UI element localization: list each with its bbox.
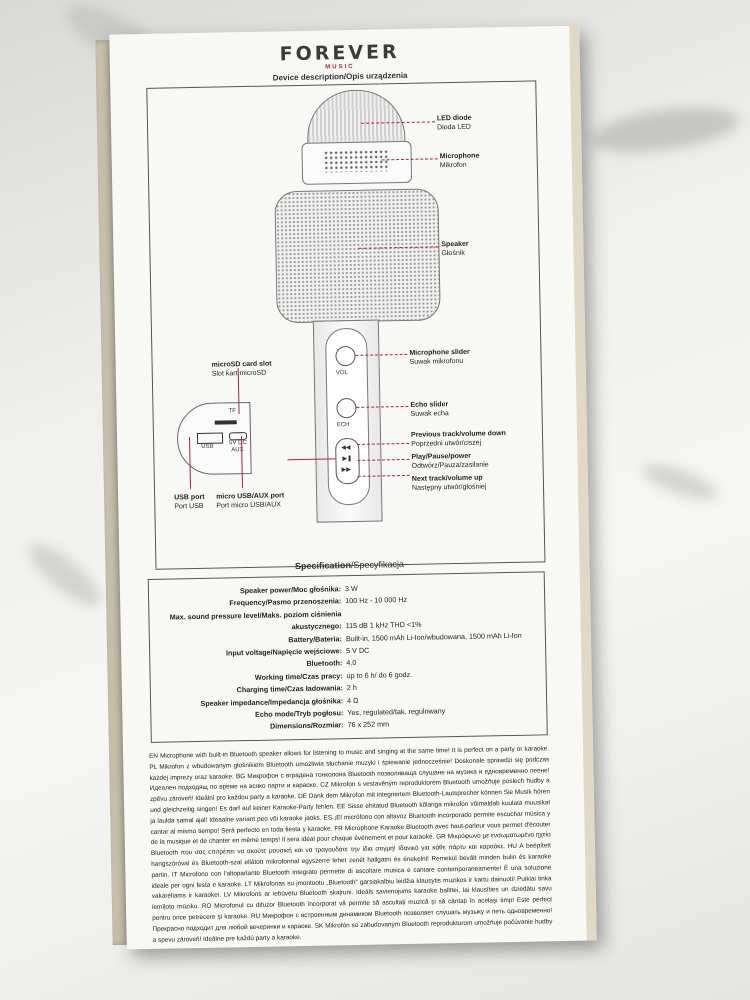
spec-key: Frequency/Pasmo przenoszenia: (229, 596, 342, 608)
spec-value: up to 6 h/ do 6 godz. (346, 669, 413, 680)
spec-value: 4.0 (346, 658, 357, 668)
prev-icon: ◀◀ (341, 445, 351, 452)
marble-vein (20, 534, 110, 616)
spec-key: Working time/Czas pracy: (254, 671, 343, 682)
spec-key: Max. sound pressure level/Maks. poziom c… (169, 609, 342, 622)
marble-vein (587, 99, 743, 161)
led-dots (323, 149, 388, 173)
ech-text: ECH (336, 422, 350, 429)
spec-value: 4 Ω (346, 695, 359, 705)
usb-text: USB (201, 443, 214, 450)
play-icon: ▶❚ (342, 456, 353, 463)
product-box: FOREVER MUSIC Device description/Opis ur… (109, 25, 597, 950)
speaker-grille (274, 188, 441, 324)
spec-value: 5 V DC (346, 645, 370, 656)
spec-value: 3 W (344, 583, 358, 594)
marble-vein (638, 457, 722, 507)
spec-value: 100 Hz - 10 000 Hz (345, 595, 408, 606)
spec-key: Speaker impedance/Impedancja głośnika: (200, 695, 344, 708)
next-icon: ▶▶ (341, 467, 351, 474)
spec-value: 115 dB 1 kHz THD <1% (345, 619, 422, 631)
vol-text: VOL (335, 370, 348, 377)
spec-key: Dimensions/Rozmiar: (269, 720, 344, 732)
spec-value: 76 x 252 mm (347, 719, 390, 730)
usb-port-shape (196, 432, 224, 444)
spec-value: 2 h (346, 683, 357, 693)
spec-key: Battery/Bateria: (288, 633, 342, 644)
description-paragraph: EN Microphone with built-in Bluetooth sp… (149, 745, 553, 944)
spec-key: Echo mode/Tryb pogłosu: (255, 708, 344, 719)
spec-value: Built-in, 1500 mAh Li-Ion/wbudowana, 150… (345, 630, 522, 643)
spec-key: Charging time/Czas ładowania: (236, 683, 343, 695)
spec-key: akustycznego: (291, 621, 342, 632)
tf-text: TF (228, 408, 236, 415)
spec-value: Yes, regulated/tak, regulowany (347, 706, 446, 718)
dc-text: 5V DC (229, 440, 247, 447)
microsd-slot (214, 420, 237, 425)
spec-key: Speaker power/Moc głośnika: (239, 584, 342, 596)
spec-key: Input voltage/Napięcie wejściowe: (225, 646, 343, 658)
spec-key: Bluetooth: (306, 658, 343, 669)
